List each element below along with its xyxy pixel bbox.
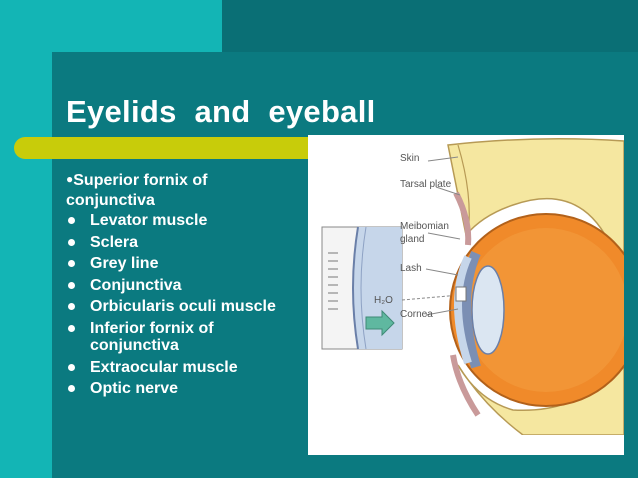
list-item-label: Sclera bbox=[90, 233, 139, 251]
bullet-icon bbox=[68, 385, 75, 393]
bullet-icon bbox=[68, 217, 75, 224]
bullet-icon bbox=[68, 303, 75, 311]
bullet-icon bbox=[68, 363, 75, 371]
list-item-label: Inferior fornix of conjunctiva bbox=[90, 319, 214, 354]
label-pointers bbox=[425, 156, 461, 316]
eye-anatomy-figure: Skin Tarsal plate Meibomian gland Lash C… bbox=[308, 135, 624, 455]
list-item: Grey line bbox=[66, 255, 306, 272]
title-underline-bar bbox=[14, 137, 344, 159]
list-item: Sclera bbox=[66, 234, 306, 251]
list-item-label: Orbicularis oculi muscle bbox=[90, 298, 276, 316]
label-lash: Lash bbox=[400, 263, 422, 274]
list-item-first: ●Superior fornix of conjunctiva bbox=[66, 169, 286, 211]
eye-anatomy-drawing bbox=[308, 138, 624, 455]
list-item-label: Conjunctiva bbox=[90, 276, 182, 294]
list-item-label: Extraocular muscle bbox=[90, 358, 238, 376]
list-item-label: Levator muscle bbox=[90, 212, 208, 229]
background-left-strip bbox=[0, 52, 52, 478]
slide-title: Eyelids and eyeball bbox=[66, 94, 376, 129]
bullet-icon: ● bbox=[66, 172, 74, 186]
label-gland: gland bbox=[400, 234, 425, 245]
label-tarsal-plate: Tarsal plate bbox=[400, 179, 452, 190]
label-cornea: Cornea bbox=[400, 309, 433, 320]
eyeball bbox=[449, 213, 624, 407]
cornea-inset bbox=[321, 226, 461, 350]
bullet-icon bbox=[68, 281, 75, 289]
bullet-icon bbox=[68, 238, 75, 246]
bullet-icon bbox=[68, 324, 75, 332]
bullet-list: Levator muscle Sclera Grey line Conjunct… bbox=[66, 212, 306, 402]
list-item: Inferior fornix of conjunctiva bbox=[66, 320, 306, 354]
list-item: Optic nerve bbox=[66, 380, 306, 397]
list-item: Conjunctiva bbox=[66, 277, 306, 294]
label-skin: Skin bbox=[400, 153, 420, 164]
list-item: Extraocular muscle bbox=[66, 359, 306, 376]
background-top-band bbox=[0, 0, 222, 52]
list-item-label: Superior fornix of conjunctiva bbox=[66, 172, 208, 209]
list-item-label: Optic nerve bbox=[90, 380, 179, 398]
eyelid-tissue bbox=[308, 138, 624, 455]
arrow-icon bbox=[365, 309, 395, 337]
label-meibomian: Meibomian bbox=[400, 221, 449, 232]
label-h2o: H₂O bbox=[374, 295, 393, 306]
list-item: Orbicularis oculi muscle bbox=[66, 298, 306, 315]
list-item: Levator muscle bbox=[66, 212, 306, 229]
list-item-label: Grey line bbox=[90, 255, 159, 273]
bullet-icon bbox=[68, 260, 75, 268]
